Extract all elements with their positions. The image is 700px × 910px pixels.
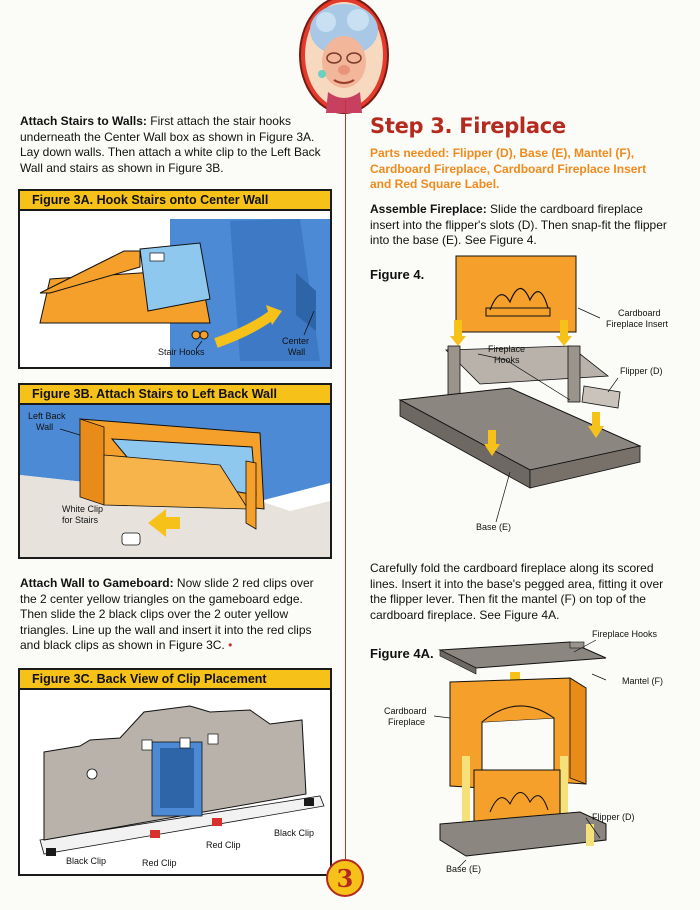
assemble-instructions: Assemble Fireplace: Slide the cardboard … bbox=[370, 202, 670, 249]
figure-4a-illustration bbox=[433, 639, 607, 869]
red-clip-left-label: Red Clip bbox=[142, 858, 177, 868]
stairs-title: Attach Stairs to Walls: bbox=[20, 114, 147, 128]
black-clip-left-label: Black Clip bbox=[66, 856, 107, 866]
assemble-title: Assemble Fireplace: bbox=[370, 202, 487, 216]
page-number: 3 bbox=[337, 864, 354, 893]
figure-3c: Figure 3C. Back View of Clip Placement B… bbox=[18, 668, 332, 876]
gameboard-title: Attach Wall to Gameboard: bbox=[20, 576, 174, 590]
stairs-instructions: Attach Stairs to Walls: First attach the… bbox=[20, 114, 330, 176]
figure-3c-illustration bbox=[20, 690, 330, 874]
gameboard-instructions: Attach Wall to Gameboard: Now slide 2 re… bbox=[20, 576, 330, 654]
figure-3b-illustration bbox=[20, 405, 330, 557]
stair-hooks-label: Stair Hooks bbox=[158, 347, 205, 357]
left-back-wall-label-1: Left Back bbox=[28, 411, 66, 421]
cardboard-insert-label-2: Fireplace Insert bbox=[606, 319, 669, 329]
white-clip-label-2: for Stairs bbox=[62, 515, 99, 525]
column-divider bbox=[345, 100, 346, 870]
center-wall-label-1: Center bbox=[282, 336, 310, 346]
figure-3a-title: Figure 3A. Hook Stairs onto Center Wall bbox=[20, 191, 330, 211]
cardboard-fireplace-label-1: Cardboard bbox=[384, 706, 427, 716]
gameboard-body: Now slide 2 red clips over the 2 center … bbox=[20, 576, 314, 652]
left-back-wall-label-2: Wall bbox=[36, 422, 54, 432]
step-3-heading: Step 3. Fireplace bbox=[370, 114, 566, 138]
cardboard-insert-label-1: Cardboard bbox=[618, 308, 661, 318]
assemble-body: Slide the cardboard fireplace insert int… bbox=[370, 202, 667, 247]
end-mark: • bbox=[228, 638, 233, 652]
cardboard-fireplace-label-2: Fireplace bbox=[388, 717, 426, 727]
flipper-label-fig4a: Flipper (D) bbox=[592, 812, 635, 822]
stairs-body: First attach the stair hooks underneath … bbox=[20, 114, 321, 175]
mantel-label: Mantel (F) bbox=[622, 676, 664, 686]
figure-4-illustration bbox=[398, 255, 642, 523]
base-label-fig4a: Base (E) bbox=[446, 864, 482, 874]
fireplace-hooks-label-4a: Fireplace Hooks bbox=[592, 629, 658, 639]
figure-3a: Figure 3A. Hook Stairs onto Center Wall … bbox=[18, 189, 332, 369]
page-number-badge: 3 bbox=[326, 859, 364, 897]
red-clip-right-label: Red Clip bbox=[206, 840, 241, 850]
parts-needed: Parts needed: Flipper (D), Base (E), Man… bbox=[370, 146, 647, 191]
fireplace-hooks-label-2: Hooks bbox=[494, 355, 520, 365]
figure-3a-illustration bbox=[20, 211, 330, 367]
white-clip-label-1: White Clip bbox=[62, 504, 104, 514]
figure-4a-title: Figure 4A. bbox=[370, 646, 434, 661]
flipper-label-fig4: Flipper (D) bbox=[620, 366, 663, 376]
center-wall-label-2: Wall bbox=[288, 347, 306, 357]
figure-4-title: Figure 4. bbox=[370, 267, 425, 282]
base-label-fig4: Base (E) bbox=[476, 522, 512, 532]
fireplace-hooks-label-1: Fireplace bbox=[488, 344, 526, 354]
grandma-portrait-illustration bbox=[299, 0, 389, 114]
figure-3c-title: Figure 3C. Back View of Clip Placement bbox=[20, 670, 330, 690]
black-clip-right-label: Black Clip bbox=[274, 828, 315, 838]
figure-3b-title: Figure 3B. Attach Stairs to Left Back Wa… bbox=[20, 385, 330, 405]
figure-3b: Figure 3B. Attach Stairs to Left Back Wa… bbox=[18, 383, 332, 559]
fold-instructions: Carefully fold the cardboard fireplace a… bbox=[370, 561, 664, 622]
